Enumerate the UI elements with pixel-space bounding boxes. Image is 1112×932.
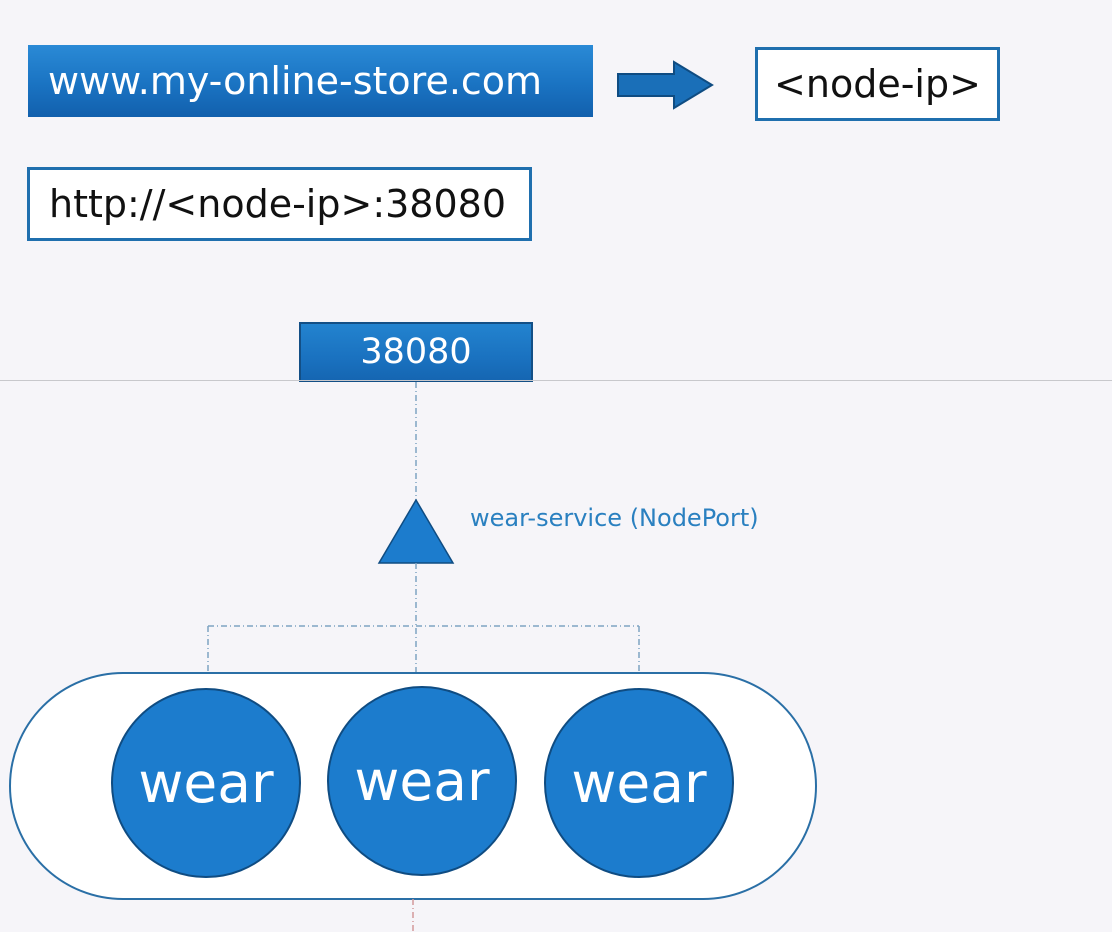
pod-wear-1: wear — [111, 688, 301, 878]
right-arrow-icon — [617, 60, 714, 110]
node-port-text: 38080 — [360, 332, 472, 372]
node-ip-text: <node-ip> — [774, 62, 981, 106]
triangle-service-icon — [377, 498, 455, 564]
pod-label: wear — [571, 751, 707, 815]
domain-url-text: www.my-online-store.com — [48, 59, 543, 103]
service-label: wear-service (NodePort) — [470, 504, 759, 532]
pod-wear-2: wear — [327, 686, 517, 876]
http-url-text: http://<node-ip>:38080 — [49, 182, 507, 226]
node-ip-box: <node-ip> — [755, 47, 1000, 121]
domain-url-box: www.my-online-store.com — [28, 45, 593, 117]
node-port-box: 38080 — [299, 322, 533, 382]
pod-label: wear — [138, 751, 274, 815]
node-boundary-line — [0, 380, 1112, 381]
http-url-box: http://<node-ip>:38080 — [27, 167, 532, 241]
pod-wear-3: wear — [544, 688, 734, 878]
pod-label: wear — [354, 749, 490, 813]
